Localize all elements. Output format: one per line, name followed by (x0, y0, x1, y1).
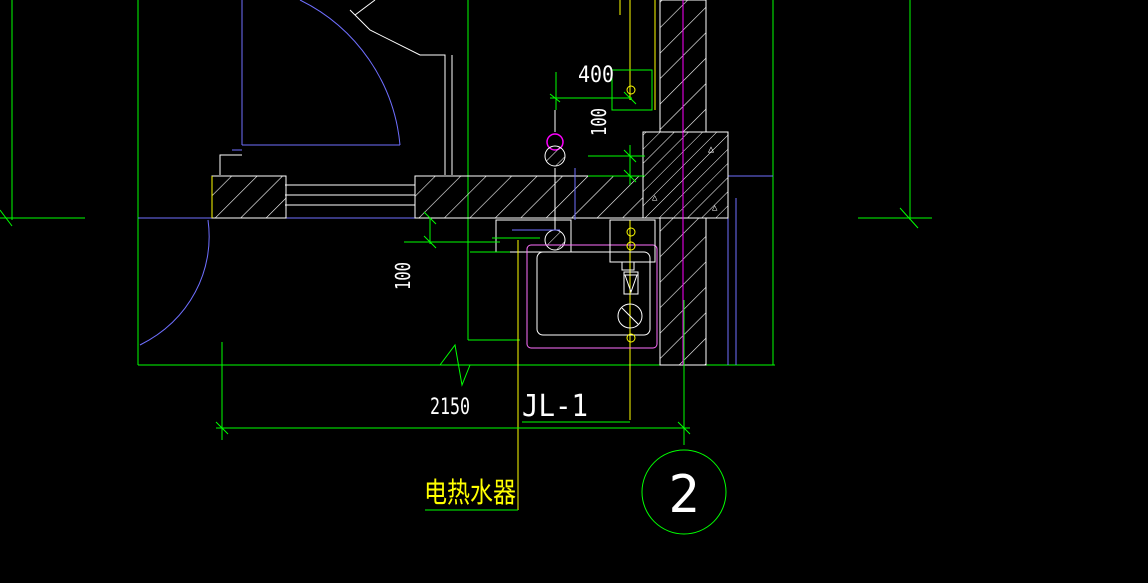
pipe-lines (512, 0, 631, 510)
dim-top-width: 400 (578, 63, 614, 88)
svg-text:△: △ (652, 193, 658, 203)
heater-label: 电热水器 (424, 476, 516, 509)
wall-column: △ △ △ (642, 0, 729, 366)
dim-bottom-length: 2150 (430, 395, 470, 420)
upper-pipe (544, 133, 566, 167)
building-outline (0, 0, 932, 440)
svg-text:△: △ (708, 144, 714, 155)
door-swing (138, 0, 773, 365)
lower-pipe (495, 219, 572, 253)
door-frame (219, 0, 453, 206)
water-heater (526, 219, 658, 349)
axis-number: 2 (668, 465, 699, 525)
dim-left-height: 100 (391, 262, 415, 290)
svg-text:△: △ (712, 203, 718, 213)
axis-bubble: 2 (641, 449, 727, 535)
pipe-tag-label: JL-1 (522, 389, 588, 424)
dimension-lines (215, 69, 691, 511)
dim-top-height: 100 (587, 108, 611, 136)
floor-slab (211, 175, 644, 219)
